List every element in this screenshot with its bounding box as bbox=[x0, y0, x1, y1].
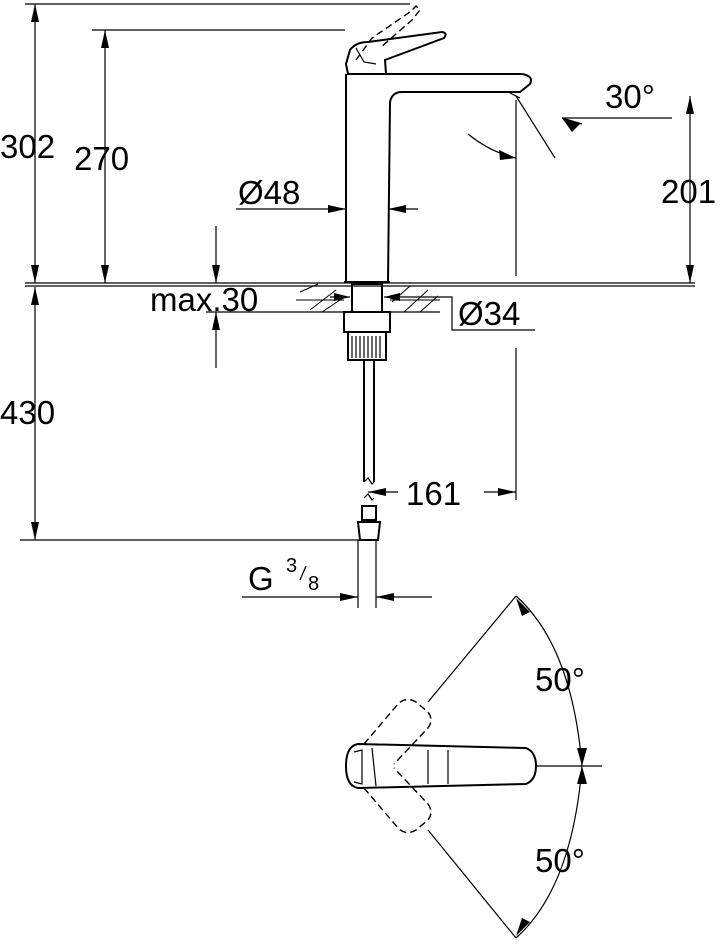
swivel-angle-upper-label: 50° bbox=[535, 661, 585, 698]
lever-open-position bbox=[355, 5, 421, 61]
thread-denominator: 8 bbox=[308, 573, 319, 595]
spout-clearance-label: 201 bbox=[661, 173, 716, 210]
faucet-side-view bbox=[343, 5, 532, 541]
dim-spout-height: 270 bbox=[74, 29, 345, 283]
spout-angle-label: 30° bbox=[605, 78, 655, 115]
total-height-label: 302 bbox=[0, 128, 55, 165]
dim-body-diameter: Ø48 bbox=[236, 174, 418, 213]
dim-spout-reach: 161 bbox=[368, 348, 517, 512]
hole-diameter-label: Ø34 bbox=[458, 295, 520, 332]
top-lever bbox=[344, 742, 538, 790]
counter-thickness-label: max.30 bbox=[150, 281, 258, 318]
swivel-angle-lower-label: 50° bbox=[535, 842, 585, 879]
dim-hose-length: 430 bbox=[0, 287, 362, 541]
faucet-top-view: 50° 50° bbox=[344, 595, 602, 939]
spout-reach-label: 161 bbox=[406, 475, 461, 512]
dim-thread: G 3 8 bbox=[242, 540, 432, 608]
dim-total-height: 302 bbox=[0, 3, 410, 283]
countertop bbox=[25, 282, 695, 313]
spout-height-label: 270 bbox=[74, 140, 129, 177]
dim-counter-thickness: max.30 bbox=[150, 226, 300, 368]
body-diameter-label: Ø48 bbox=[238, 174, 300, 211]
thread-letter: G bbox=[248, 560, 274, 597]
dim-hole-diameter: Ø34 bbox=[330, 293, 535, 332]
dim-spout-clearance: 201 bbox=[515, 96, 716, 283]
top-lever-rotated-down bbox=[363, 767, 432, 834]
top-lever-rotated-up bbox=[363, 698, 432, 765]
lever-handle bbox=[344, 30, 447, 75]
spout bbox=[348, 73, 532, 283]
thread-numerator: 3 bbox=[286, 555, 297, 577]
hose-length-label: 430 bbox=[0, 394, 55, 431]
dim-spout-angle: 30° bbox=[467, 78, 672, 160]
